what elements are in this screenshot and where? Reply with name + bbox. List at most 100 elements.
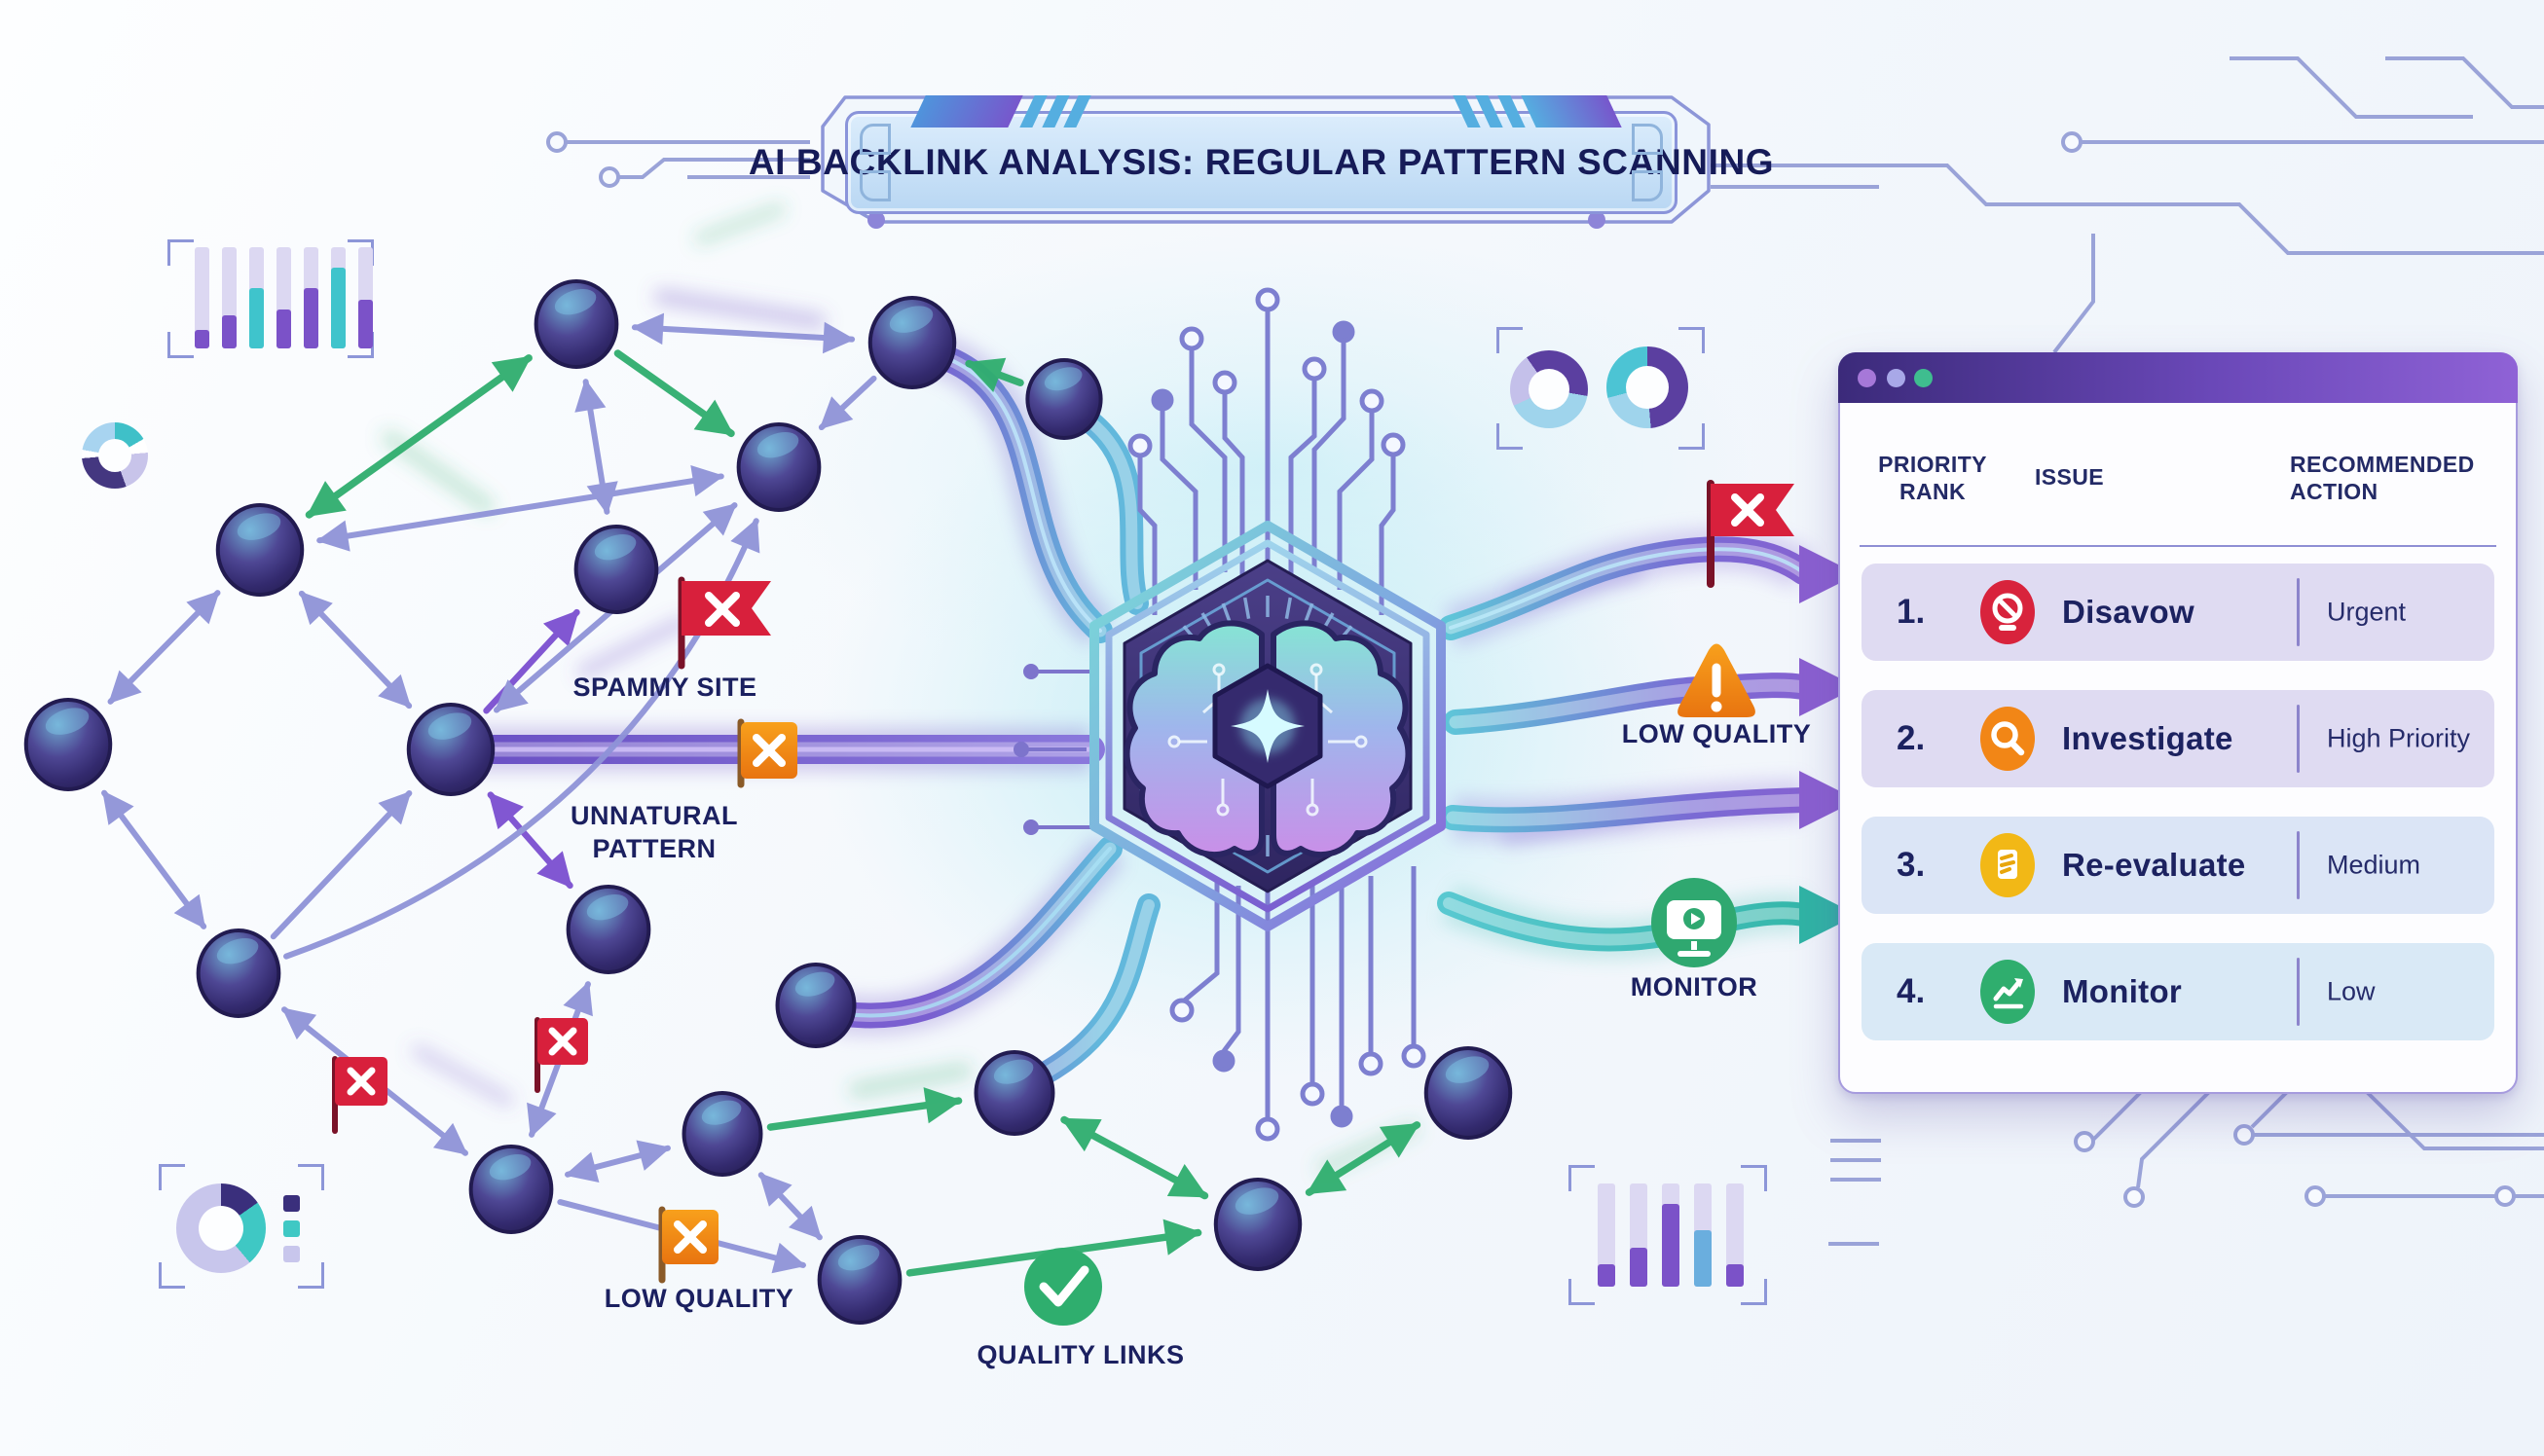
checklist-icon <box>1980 833 2035 897</box>
warning-triangle-icon <box>1678 643 1755 717</box>
scan-frame-bar-chart-bottom <box>1568 1165 1767 1305</box>
rank-number: 1. <box>1897 593 1926 631</box>
network-node <box>817 1235 903 1325</box>
label-unnatural-pattern: UNNATURAL PATTERN <box>571 801 738 863</box>
network-edge <box>487 791 573 890</box>
rank-number: 4. <box>1897 972 1926 1010</box>
quality-check-icon <box>1024 1248 1102 1326</box>
network-node <box>215 503 305 597</box>
network-edge <box>1305 1121 1421 1196</box>
rank-number: 2. <box>1897 719 1926 757</box>
red-flag-right <box>1707 480 1794 588</box>
network-node <box>1423 1046 1513 1140</box>
window-dot <box>1914 369 1933 387</box>
issue-label: Disavow <box>2062 594 2194 630</box>
mini-donut-pair-right <box>1606 346 1688 428</box>
mini-donut-pair-left <box>1510 350 1588 428</box>
table-row: 3. Re-evaluate Medium <box>1862 817 2494 914</box>
disavow-icon <box>1980 580 2035 644</box>
window-dot <box>1887 369 1905 387</box>
network-node <box>682 1091 763 1177</box>
label-low-quality-left: LOW QUALITY <box>604 1284 794 1313</box>
network-edge <box>613 349 735 438</box>
column-divider <box>2297 831 2300 899</box>
network-edge <box>305 354 533 519</box>
network-edge <box>270 789 413 940</box>
mini-bar <box>1630 1183 1647 1287</box>
network-node <box>196 928 281 1018</box>
network-edge <box>818 375 877 431</box>
flow-arrow-3 <box>1440 771 1858 833</box>
table-row: 4. Monitor Low <box>1862 943 2494 1040</box>
network-edge <box>564 1140 672 1183</box>
scan-frame-donuts <box>1496 327 1705 450</box>
legend-swatch <box>283 1246 300 1262</box>
mini-bar <box>1598 1183 1615 1287</box>
mini-bar <box>304 247 318 348</box>
mini-bar <box>1694 1183 1712 1287</box>
legend-swatch <box>283 1195 300 1212</box>
network-edge <box>107 590 221 705</box>
red-flag-small-1 <box>332 1056 387 1134</box>
network-node <box>566 885 651 974</box>
column-header-recommended-action: RECOMMENDED ACTION <box>2290 452 2475 504</box>
network-node <box>775 963 857 1048</box>
table-row: 1. Disavow Urgent <box>1862 564 2494 661</box>
search-icon <box>1980 707 2035 771</box>
network-node <box>1213 1178 1303 1271</box>
trend-icon <box>1980 960 2035 1024</box>
network-edge <box>757 1172 823 1241</box>
flow-arrow-2 <box>1443 658 1858 735</box>
scan-frame-donut-bottom <box>159 1164 324 1289</box>
network-nodes <box>23 279 1513 1325</box>
red-flag-small-2 <box>535 1017 588 1093</box>
output-flow-bands <box>1437 536 1858 952</box>
label-monitor: MONITOR <box>1630 972 1758 1001</box>
label-low-quality-right: LOW QUALITY <box>1621 719 1812 748</box>
flow-arrow-1 <box>1438 536 1858 640</box>
network-node <box>468 1145 554 1234</box>
network-node <box>534 279 619 369</box>
network-edge <box>631 312 856 354</box>
network-edge <box>965 357 1024 392</box>
mini-bar <box>1726 1183 1744 1287</box>
circuit-tree-bottom <box>1169 866 1426 1142</box>
column-header-issue: ISSUE <box>2035 464 2105 490</box>
column-header-priority-rank: PRIORITY RANK <box>1878 452 1987 504</box>
issue-label: Monitor <box>2062 973 2183 1009</box>
action-label: Urgent <box>2327 597 2407 627</box>
network-node <box>1025 358 1103 440</box>
mini-bar <box>358 247 373 348</box>
legend-swatch <box>283 1220 300 1237</box>
mini-bar <box>195 247 209 348</box>
action-label: Low <box>2327 976 2376 1006</box>
monitor-icon <box>1651 878 1737 967</box>
network-node <box>974 1050 1055 1136</box>
action-label: High Priority <box>2327 723 2471 753</box>
network-node <box>406 703 496 796</box>
results-window: PRIORITY RANK ISSUE RECOMMENDED ACTION 1… <box>1838 352 2518 1094</box>
window-titlebar <box>1838 352 2518 403</box>
banner-decor-slash <box>1521 95 1622 127</box>
mini-bar <box>331 247 346 348</box>
network-edge <box>101 789 207 929</box>
banner-decor-slash <box>910 95 1023 127</box>
mini-bar <box>249 247 264 348</box>
mini-bar <box>1662 1183 1679 1287</box>
page-title: AI BACKLINK ANALYSIS: REGULAR PATTERN SC… <box>748 142 1775 182</box>
column-divider <box>2297 705 2300 773</box>
network-edge <box>298 590 413 710</box>
column-divider <box>2297 958 2300 1026</box>
unnatural-pattern-flag <box>737 718 797 788</box>
ai-brain-hexagon <box>1089 521 1446 931</box>
spam-flag-large <box>678 576 771 670</box>
header-divider <box>1860 545 2496 547</box>
table-row: 2. Investigate High Priority <box>1862 690 2494 787</box>
rank-number: 3. <box>1897 846 1926 884</box>
network-node <box>736 422 822 512</box>
sparkle-star-icon <box>1231 689 1305 763</box>
window-dot <box>1858 369 1876 387</box>
hexagon-side-stubs <box>1014 664 1098 835</box>
